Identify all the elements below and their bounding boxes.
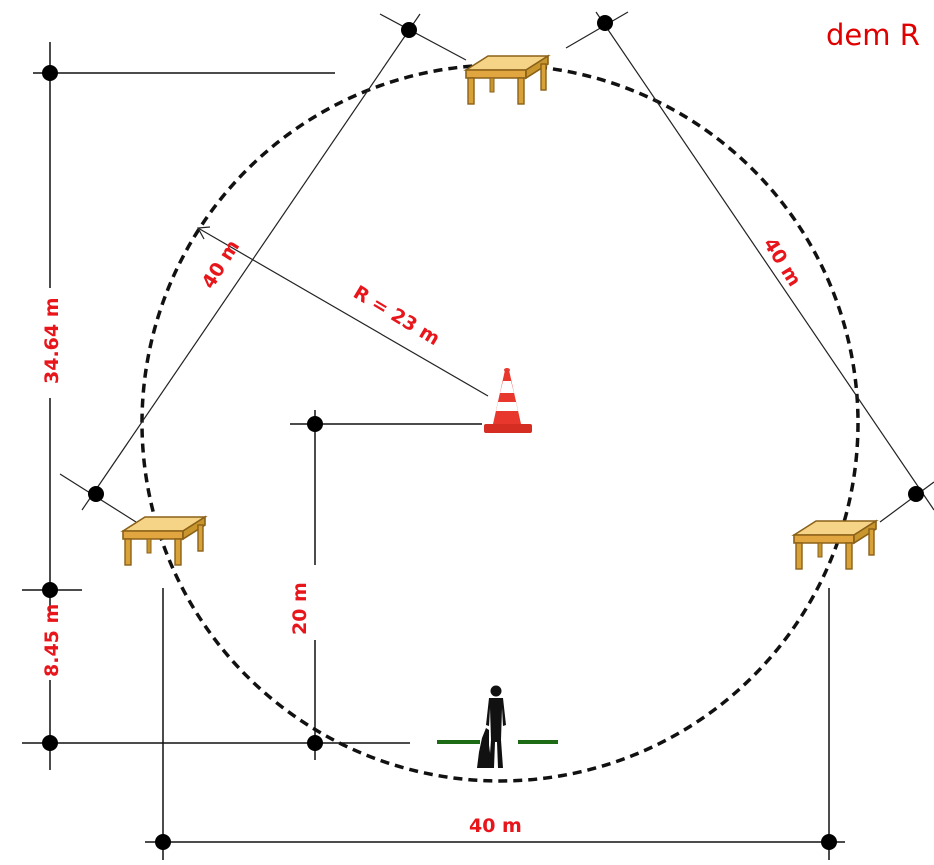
corner-point-top-right [597,15,613,31]
height-total-label: 34.64 m [41,297,63,384]
traffic-cone-icon [484,368,532,433]
triangle-sides [59,11,934,523]
radius-arrowhead [197,226,211,240]
corner-point-top-left [401,22,417,38]
corner-point-left [88,486,104,502]
center-dimension [290,410,482,760]
radius-label: R = 23 m [349,281,443,350]
center-height-label: 20 m [289,582,311,635]
left-dimension [22,42,410,770]
table-icon [122,516,206,566]
person-with-dog-icon [477,685,506,768]
table-icon [465,55,549,105]
height-lower-label: 8.45 m [41,604,63,677]
bottom-dimension [145,588,845,860]
corner-point-right [908,486,924,502]
diagram-title: dem R [826,18,920,52]
side-left-label: 40 m [198,236,245,292]
bottom-width-label: 40 m [469,815,522,837]
radius-line [197,227,489,397]
